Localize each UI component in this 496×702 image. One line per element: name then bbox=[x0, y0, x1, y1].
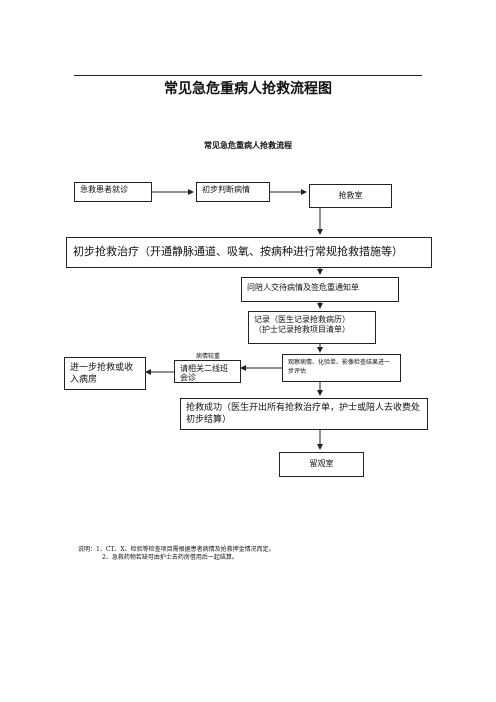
node-rescue-room-text: 抢救室 bbox=[338, 191, 363, 200]
page-title: 常见急危重病人抢救流程图 bbox=[164, 81, 332, 97]
node-success-text: 抢救成功（医生开出所有抢救治疗单，护士或陪人去收费处初步结算） bbox=[186, 403, 421, 425]
node-further-text: 进一步抢救或收入病房 bbox=[70, 363, 134, 385]
node-arrive-text: 急救患者就诊 bbox=[80, 185, 128, 194]
node-observe: 观察病情、化验单、影像检查结果进一步评估 bbox=[282, 354, 401, 382]
node-arrive: 急救患者就诊 bbox=[74, 182, 152, 202]
node-record: 记录（医生记录抢救病历） （护士记录抢救项目清单） bbox=[248, 311, 376, 344]
node-record-line2: （护士记录抢救项目清单） bbox=[254, 325, 350, 334]
node-consult: 请相关二线班 会诊 bbox=[174, 360, 241, 383]
flowchart-title: 常见急危重病人抢救流程 bbox=[204, 141, 292, 150]
node-initial-treatment: 初步抢救治疗（开通静脉通道、吸氧、按病种进行常规抢救措施等） bbox=[66, 237, 432, 268]
note-line-2: 2、急救药物若缺可由护士去药房借用后一起结算。 bbox=[102, 554, 238, 561]
node-observe-text: 观察病情、化验单、影像检查结果进一步评估 bbox=[288, 359, 391, 375]
node-consult-line2: 会诊 bbox=[180, 373, 196, 382]
node-initial-treatment-text: 初步抢救治疗（开通静脉通道、吸氧、按病种进行常规抢救措施等） bbox=[73, 245, 403, 258]
node-notify: 问陪人交待病情及签危重通知单 bbox=[241, 277, 399, 302]
node-record-line1: 记录（医生记录抢救病历） bbox=[254, 315, 350, 324]
node-success: 抢救成功（医生开出所有抢救治疗单，护士或陪人去收费处初步结算） bbox=[180, 398, 428, 430]
node-initial-judge: 初步判断病情 bbox=[196, 182, 270, 202]
node-rescue-room: 抢救室 bbox=[309, 184, 392, 208]
node-further: 进一步抢救或收入病房 bbox=[64, 357, 146, 390]
node-observation-room: 留观室 bbox=[279, 452, 364, 477]
edge-label-condition-serious: 病情较重 bbox=[196, 353, 221, 360]
header-rule bbox=[74, 75, 422, 76]
node-initial-judge-text: 初步判断病情 bbox=[202, 185, 250, 194]
node-consult-line1: 请相关二线班 bbox=[180, 364, 228, 373]
node-notify-text: 问陪人交待病情及签危重通知单 bbox=[247, 283, 359, 292]
note-line-1: 说明：1、CT、X、检验等检查项目需根据患者病情及抢救押金情况而定。 bbox=[78, 546, 275, 553]
node-observation-room-text: 留观室 bbox=[309, 459, 334, 468]
